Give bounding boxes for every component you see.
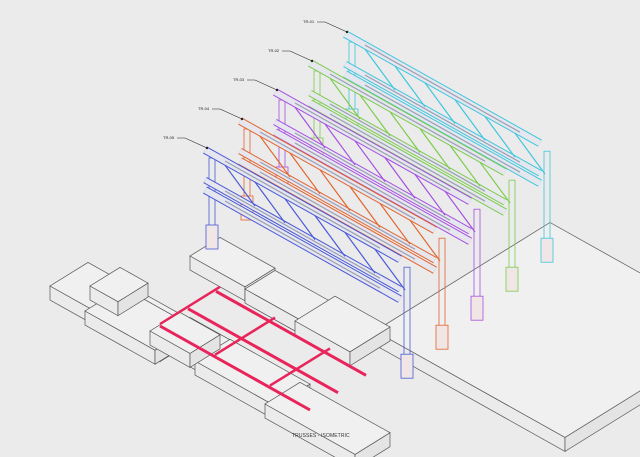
truss-web (514, 132, 546, 175)
truss-web (424, 82, 456, 124)
post-base (470, 295, 484, 321)
leader-dot (205, 146, 209, 150)
truss-web (349, 186, 381, 228)
truss-tr-05 (177, 137, 414, 379)
label-leader (212, 108, 243, 120)
truss-web (414, 174, 446, 216)
foundation-slab (374, 222, 640, 453)
truss-web (484, 116, 516, 158)
label-leader (317, 21, 348, 33)
footing-block (264, 381, 391, 457)
truss-chord-inner (224, 160, 381, 249)
truss-tr-02 (282, 50, 519, 292)
truss-chord-inner (364, 74, 521, 163)
truss-chord-inner (224, 190, 381, 279)
truss-label: TR-05 (163, 135, 175, 140)
label-leader (247, 79, 278, 91)
post-base (400, 353, 414, 379)
truss-web (289, 152, 321, 195)
truss-chord-inner (259, 131, 416, 220)
box-top (89, 266, 149, 303)
box-top (294, 295, 391, 353)
truss-tr-01 (317, 21, 554, 263)
truss-web (444, 190, 476, 233)
truss-web (479, 161, 511, 204)
truss-chord-inner (329, 73, 486, 162)
truss-tr-03 (247, 79, 484, 321)
leader-dot (240, 117, 244, 121)
truss-web (394, 65, 426, 108)
truss-web (419, 128, 451, 170)
grid-beam (215, 289, 367, 377)
truss-chord-inner (224, 200, 381, 289)
grid-beam (187, 307, 339, 394)
truss-chord-inner (294, 142, 451, 231)
footing-block (89, 266, 149, 317)
truss-label: TR-01 (303, 19, 315, 24)
label-leader (177, 137, 208, 149)
truss-web (389, 111, 421, 153)
truss-web (354, 140, 386, 182)
leader-dot (345, 30, 349, 34)
truss-chord-inner (294, 132, 451, 221)
truss-chord-inner (364, 84, 521, 173)
truss-label: TR-04 (198, 106, 210, 111)
truss-web (359, 94, 391, 137)
truss-web (409, 219, 441, 262)
truss-web (259, 135, 291, 178)
truss-label: TR-03 (233, 77, 245, 82)
truss-web (344, 232, 376, 274)
truss-web (374, 248, 406, 291)
drawing-caption: TRUSSES - ISOMETRIC (292, 433, 350, 439)
post-base (540, 237, 554, 263)
grid-beam (214, 316, 276, 356)
post-base (505, 266, 519, 292)
box-top (374, 222, 640, 438)
truss-web (329, 77, 361, 120)
truss-chord-inner (259, 171, 416, 260)
truss-web (254, 181, 286, 224)
leader-dot (275, 88, 279, 92)
truss-label: TR-02 (268, 48, 280, 53)
post-base (205, 224, 219, 250)
grid-beam (269, 347, 331, 387)
truss-chord-inner (329, 113, 486, 202)
truss-web (294, 106, 326, 149)
truss-web (379, 203, 411, 245)
truss-chord-inner (364, 44, 521, 133)
grid-beam (159, 285, 221, 326)
truss-web (284, 198, 316, 240)
truss-chord-inner (329, 103, 486, 192)
truss-web (224, 164, 256, 207)
label-leader (282, 50, 313, 62)
box-top (264, 381, 391, 455)
truss-web (384, 157, 416, 199)
truss-chord-inner (259, 161, 416, 250)
truss-web (449, 145, 481, 187)
truss-web (454, 99, 486, 141)
truss-web (324, 123, 356, 166)
box-face (564, 390, 640, 453)
beam-grid (159, 285, 367, 412)
post-base (435, 324, 449, 350)
grid-beam (159, 324, 311, 412)
footing-block (294, 295, 391, 367)
truss-web (319, 169, 351, 211)
leader-dot (310, 59, 314, 63)
truss-chord-inner (294, 102, 451, 191)
truss-web (314, 215, 346, 257)
truss-tr-04 (212, 108, 449, 350)
truss-web (364, 48, 396, 91)
